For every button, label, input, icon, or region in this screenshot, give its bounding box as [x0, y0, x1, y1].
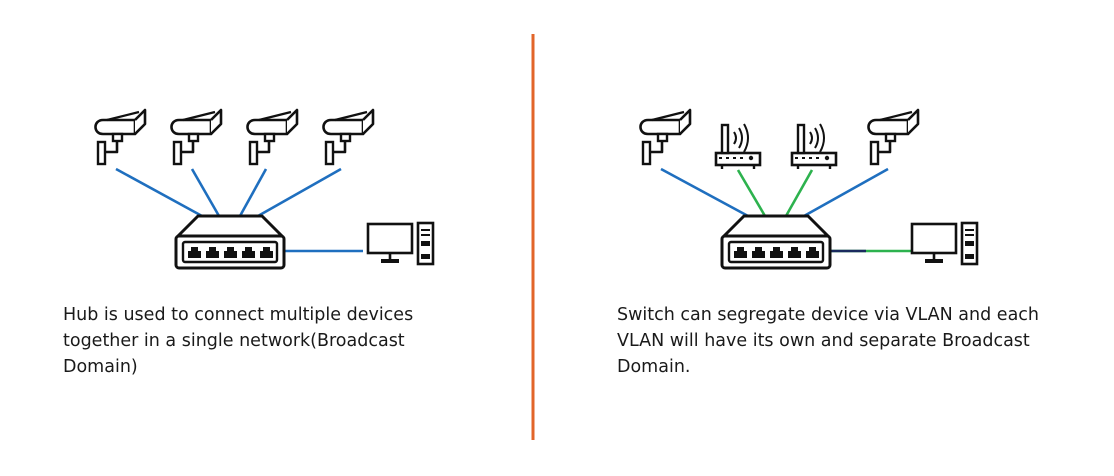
wireless-router-icon — [790, 122, 838, 171]
link-switch-camera-1 — [660, 167, 749, 218]
cctv-camera-icon — [94, 108, 147, 166]
desktop-computer-icon — [366, 221, 435, 266]
switch-diagram-group — [639, 108, 979, 270]
link-hub-camera-4 — [257, 167, 342, 218]
link-hub-camera-2 — [190, 168, 221, 217]
cctv-camera-icon — [639, 108, 692, 166]
cctv-camera-icon — [170, 108, 223, 166]
network-hub-icon — [174, 214, 286, 270]
link-switch-router-1 — [736, 169, 767, 217]
cctv-camera-icon — [322, 108, 375, 166]
wireless-router-icon — [714, 122, 762, 171]
switch-caption: Switch can segregate device via VLAN and… — [617, 305, 1039, 377]
hub-diagram-group — [94, 108, 435, 270]
cctv-camera-icon — [246, 108, 299, 166]
hub-caption: Hub is used to connect multiple devices … — [63, 305, 414, 377]
network-switch-icon — [720, 214, 832, 270]
link-switch-router-2 — [784, 169, 814, 217]
link-hub-camera-3 — [238, 168, 268, 217]
desktop-computer-icon — [910, 221, 979, 266]
link-hub-camera-1 — [115, 167, 203, 218]
link-switch-camera-2 — [803, 167, 889, 218]
cctv-camera-icon — [867, 108, 920, 166]
